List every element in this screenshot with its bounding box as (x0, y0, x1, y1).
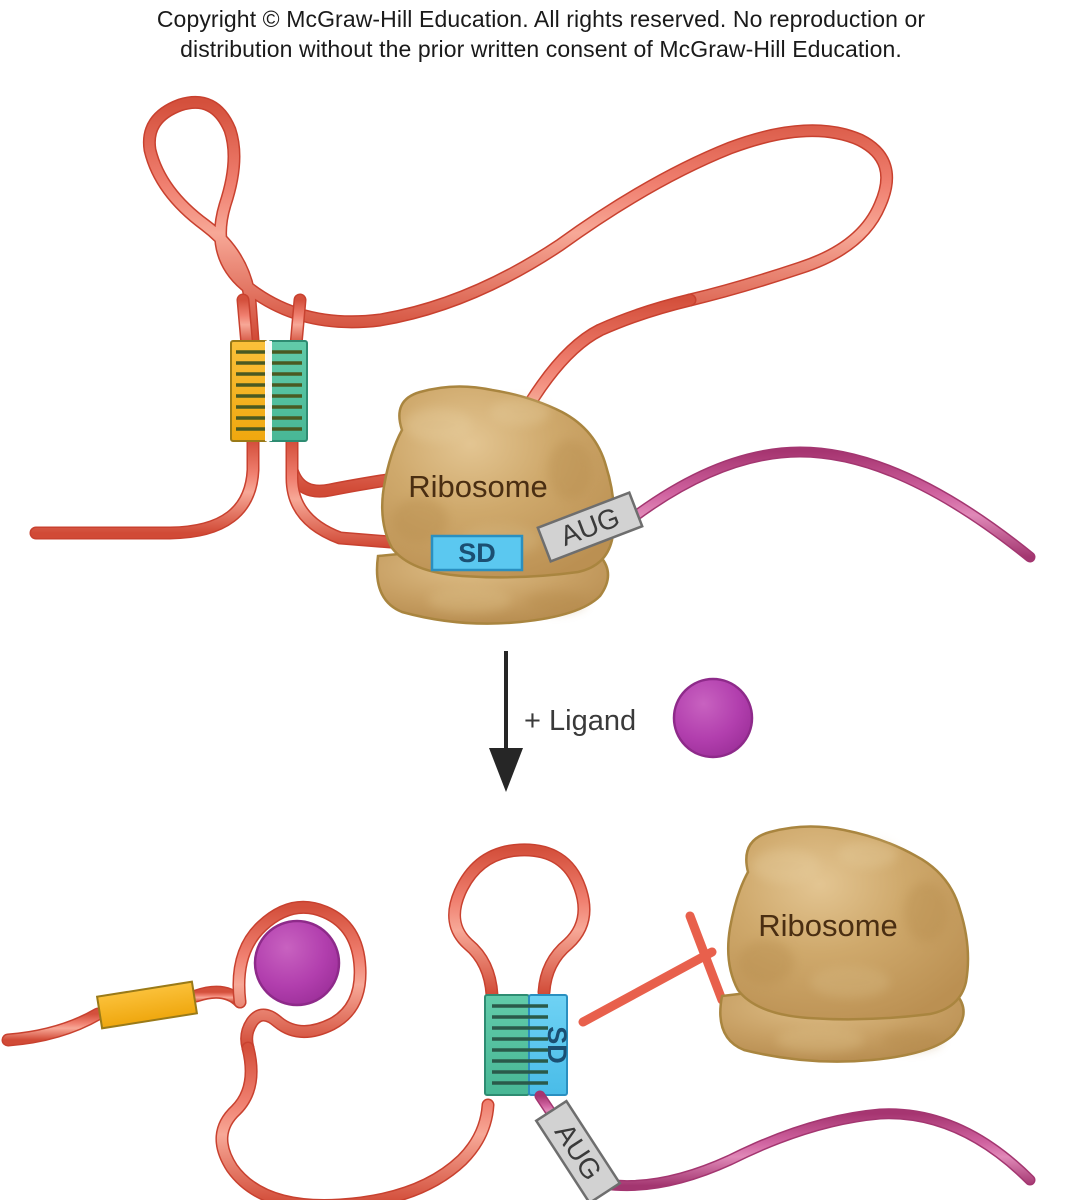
mrna-top (624, 446, 1036, 563)
ligand-molecule-icon (672, 677, 754, 759)
sd-block-bottom (528, 994, 568, 1096)
aptamer-helix-top (230, 340, 308, 442)
bottom-panel-rna-strand (1, 843, 591, 1200)
ligand-transition-label: + Ligand (524, 705, 636, 737)
sd-box-top: SD (430, 534, 524, 572)
transition-arrow (489, 651, 523, 792)
copyright-line-2: distribution without the prior written c… (180, 36, 902, 62)
sd-label-top: SD (458, 538, 496, 568)
teal-block-bottom (484, 994, 530, 1096)
arrow-head-icon (489, 748, 523, 792)
ribosome-blocked-indicator (578, 911, 727, 1027)
ribosome-top-label: Ribosome (408, 469, 548, 504)
orange-block-top (230, 340, 268, 442)
sd-label-bottom: SD (542, 1026, 572, 1064)
base-pair-rungs-bottom (492, 1004, 548, 1085)
ligand-bound-icon (253, 919, 341, 1007)
sd-sequestering-helix-bottom: SD (484, 994, 572, 1096)
ribosome-top: Ribosome (375, 385, 616, 625)
copyright-notice: Copyright © McGraw-Hill Education. All r… (0, 4, 1082, 64)
aug-box-bottom: AUG (534, 1099, 622, 1200)
teal-block-top (268, 340, 308, 442)
ribosome-bottom: Ribosome (719, 825, 970, 1063)
top-panel-rna-strand (29, 95, 894, 559)
orange-block-bottom (95, 980, 199, 1030)
copyright-line-1: Copyright © McGraw-Hill Education. All r… (156, 6, 926, 32)
ribosome-bottom-label: Ribosome (758, 908, 898, 943)
